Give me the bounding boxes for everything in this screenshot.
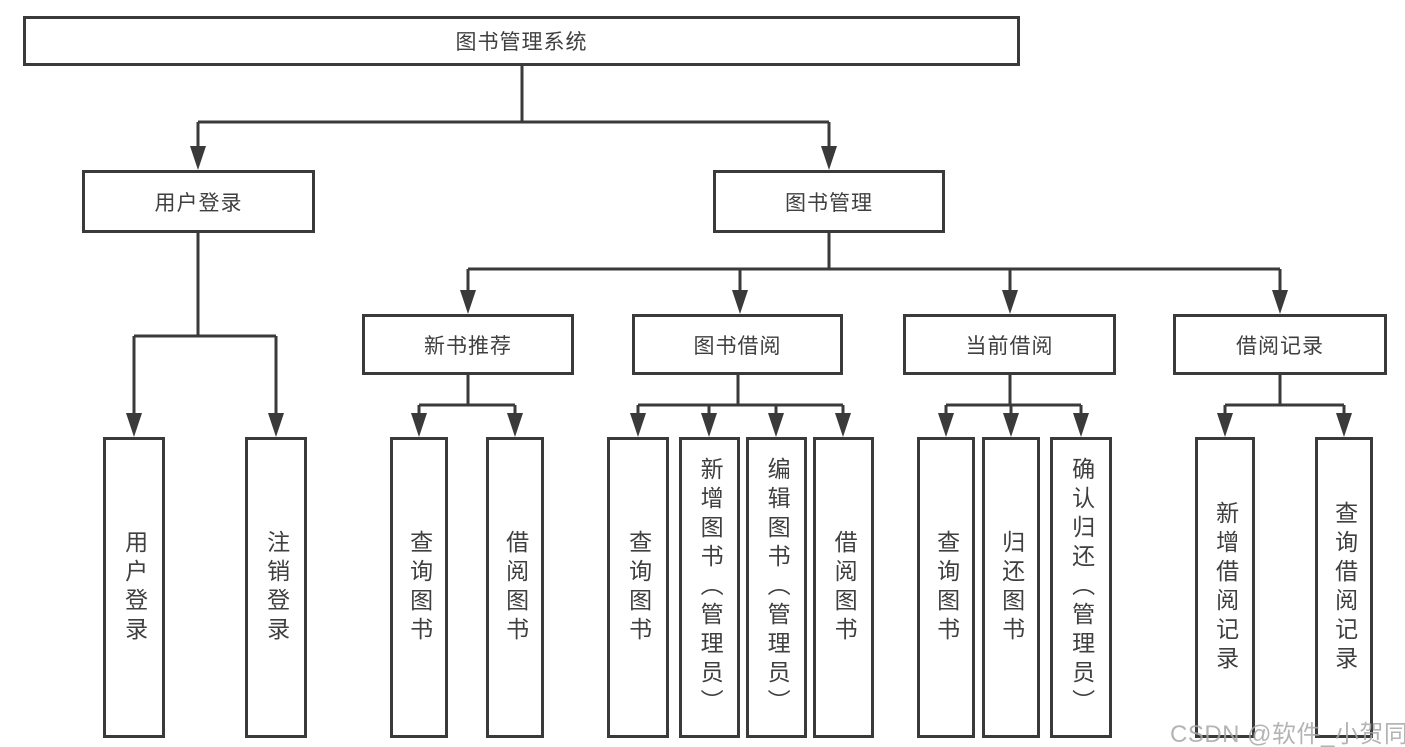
arrow-down-icon [268, 413, 284, 437]
arrow-down-icon [1336, 413, 1352, 437]
leaf-borrow-books: 借阅图书 [813, 437, 874, 738]
arrow-down-icon [938, 413, 954, 437]
node-borrowing-records: 借阅记录 [1173, 314, 1387, 375]
arrow-down-icon [1073, 413, 1089, 437]
arrow-down-icon [1002, 290, 1018, 314]
arrow-down-icon [732, 290, 748, 314]
node-label: 图书管理 [785, 191, 873, 215]
node-label: 图书管理系统 [455, 31, 588, 54]
node-label: 借阅图书 [831, 529, 858, 646]
csdn-watermark: CSDN @软件_小贺同学 [1170, 721, 1405, 747]
leaf-query-books-current: 查询图书 [917, 437, 975, 738]
leaf-add-borrow-record: 新增借阅记录 [1195, 437, 1255, 738]
leaf-user-login: 用户登录 [103, 437, 165, 738]
arrow-down-icon [1003, 413, 1019, 437]
arrow-down-icon [821, 146, 837, 170]
arrow-down-icon [411, 413, 427, 437]
node-label: 新增图书（管理员） [697, 457, 724, 718]
node-label: 用户登录 [154, 191, 243, 215]
node-user-login: 用户登录 [82, 170, 315, 233]
leaf-confirm-return-admin: 确认归还（管理员） [1050, 437, 1112, 738]
leaf-add-books-admin: 新增图书（管理员） [679, 437, 740, 738]
node-label: 用户登录 [121, 529, 148, 646]
leaf-query-borrow-record: 查询借阅记录 [1315, 437, 1373, 738]
arrow-down-icon [126, 413, 142, 437]
node-current-borrowing: 当前借阅 [903, 314, 1116, 375]
arrow-down-icon [630, 413, 646, 437]
arrow-down-icon [768, 413, 784, 437]
leaf-query-books-recommend: 查询图书 [390, 437, 448, 738]
leaf-borrow-books-recommend: 借阅图书 [486, 437, 544, 738]
node-label: 编辑图书（管理员） [764, 457, 791, 718]
node-book-management: 图书管理 [713, 170, 945, 233]
leaf-edit-books-admin: 编辑图书（管理员） [746, 437, 807, 738]
node-label: 新增借阅记录 [1212, 500, 1239, 675]
arrow-down-icon [507, 413, 523, 437]
leaf-return-books: 归还图书 [982, 437, 1040, 738]
node-label: 当前借阅 [965, 334, 1054, 358]
node-label: 归还图书 [998, 529, 1025, 646]
arrow-down-icon [190, 146, 206, 170]
arrow-down-icon [1272, 290, 1288, 314]
arrow-down-icon [835, 413, 851, 437]
leaf-query-books-borrow: 查询图书 [607, 437, 669, 738]
node-label: 借阅图书 [502, 529, 529, 646]
node-new-book-recommendation: 新书推荐 [362, 314, 574, 375]
arrow-down-icon [460, 290, 476, 314]
node-book-borrowing: 图书借阅 [632, 314, 843, 375]
node-label: 确认归还（管理员） [1068, 457, 1095, 718]
arrow-down-icon [701, 413, 717, 437]
node-label: 查询图书 [933, 529, 960, 646]
node-label: 图书借阅 [693, 334, 782, 358]
leaf-logout: 注销登录 [245, 437, 307, 738]
node-label: 查询图书 [625, 529, 652, 646]
node-label: 查询借阅记录 [1331, 500, 1358, 675]
node-label: 查询图书 [406, 529, 433, 646]
node-label: 新书推荐 [424, 334, 512, 358]
node-label: 注销登录 [263, 529, 290, 646]
node-label: 借阅记录 [1236, 334, 1324, 358]
node-library-management-system: 图书管理系统 [23, 16, 1020, 66]
arrow-down-icon [1217, 413, 1233, 437]
